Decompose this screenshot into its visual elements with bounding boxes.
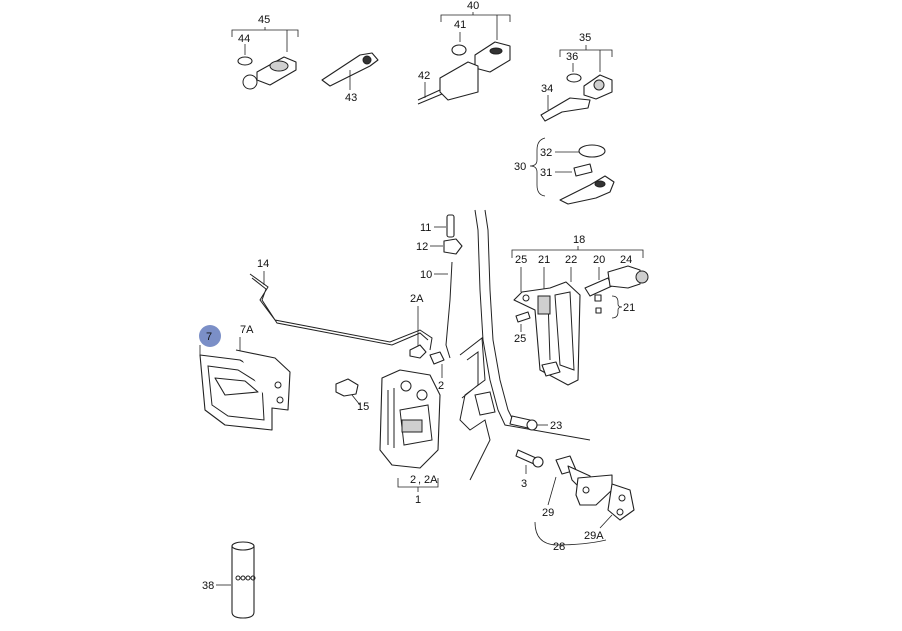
clip-12 bbox=[443, 238, 463, 255]
label-2-mid[interactable]: 2 bbox=[438, 380, 444, 392]
label-14[interactable]: 14 bbox=[257, 258, 269, 270]
label-22[interactable]: 22 bbox=[565, 254, 577, 266]
key-insert-42 bbox=[439, 61, 479, 101]
label-25a[interactable]: 25 bbox=[515, 254, 527, 266]
label-43[interactable]: 43 bbox=[345, 92, 357, 104]
label-25b[interactable]: 25 bbox=[514, 333, 526, 345]
grease-can-38: 38 bbox=[202, 541, 256, 619]
label-7[interactable]: 7 bbox=[206, 331, 212, 343]
label-18[interactable]: 18 bbox=[573, 234, 585, 246]
label-24[interactable]: 24 bbox=[620, 254, 632, 266]
trim-group-7: 7 7A bbox=[199, 324, 291, 431]
label-2-a[interactable]: 2 bbox=[410, 474, 416, 486]
label-3[interactable]: 3 bbox=[521, 478, 527, 490]
door-frame bbox=[459, 209, 591, 481]
part-group-35: 35 36 34 bbox=[540, 32, 613, 122]
key-blade-34 bbox=[540, 97, 591, 122]
label-20[interactable]: 20 bbox=[593, 254, 605, 266]
label-15[interactable]: 15 bbox=[357, 401, 369, 413]
label-21b[interactable]: 21 bbox=[623, 302, 635, 314]
label-11[interactable]: 11 bbox=[420, 222, 431, 234]
screws: 23 3 bbox=[509, 415, 562, 490]
exterior-handle-22 bbox=[513, 281, 581, 386]
label-31[interactable]: 31 bbox=[540, 167, 552, 179]
label-36[interactable]: 36 bbox=[566, 51, 578, 63]
label-42[interactable]: 42 bbox=[418, 70, 430, 82]
clip-15 bbox=[335, 378, 359, 397]
label-7A[interactable]: 7A bbox=[240, 324, 254, 336]
rod-10 bbox=[445, 261, 453, 359]
label-2A-top[interactable]: 2A bbox=[410, 293, 424, 305]
striker-group-28: 29 29A 28 bbox=[534, 455, 635, 553]
label-34[interactable]: 34 bbox=[541, 83, 553, 95]
label-45[interactable]: 45 bbox=[258, 14, 270, 26]
flip-key-housing bbox=[474, 41, 511, 73]
label-21a[interactable]: 21 bbox=[538, 254, 550, 266]
plate-29A bbox=[607, 483, 635, 521]
label-30[interactable]: 30 bbox=[514, 161, 526, 173]
label-32[interactable]: 32 bbox=[540, 147, 552, 159]
grease-can bbox=[231, 545, 255, 619]
label-29A[interactable]: 29A bbox=[584, 530, 604, 542]
label-23[interactable]: 23 bbox=[550, 420, 562, 432]
label-12[interactable]: 12 bbox=[416, 241, 428, 253]
label-44[interactable]: 44 bbox=[238, 33, 250, 45]
striker-28 bbox=[575, 474, 613, 506]
battery-36 bbox=[566, 73, 582, 83]
clip-2A bbox=[409, 344, 427, 359]
cap-24 bbox=[635, 270, 649, 284]
label-41[interactable]: 41 bbox=[454, 19, 466, 31]
label-2A-a[interactable]: 2A bbox=[424, 474, 438, 486]
key-blank-31 bbox=[573, 163, 593, 177]
label-35[interactable]: 35 bbox=[579, 32, 591, 44]
key-30 bbox=[559, 175, 615, 205]
svg-text:,: , bbox=[418, 474, 421, 486]
screw-3 bbox=[532, 456, 544, 468]
battery-41 bbox=[451, 44, 467, 56]
lock-cylinder-20 bbox=[584, 277, 613, 297]
part-group-45: 45 44 43 bbox=[231, 14, 379, 104]
label-10[interactable]: 10 bbox=[420, 269, 432, 281]
screw-23 bbox=[526, 419, 538, 431]
cap-32 bbox=[578, 144, 606, 158]
part-group-30: 30 32 31 bbox=[514, 137, 615, 205]
handle-group-18: 18 25 21 22 20 24 21 25 bbox=[511, 234, 649, 386]
battery-44 bbox=[237, 56, 253, 66]
label-28[interactable]: 28 bbox=[553, 541, 565, 553]
part-group-40: 40 41 42 bbox=[417, 0, 511, 105]
lock-assembly: 11 12 10 14 2A 2 15 2 , 2A 1 bbox=[249, 214, 463, 506]
label-29[interactable]: 29 bbox=[542, 507, 554, 519]
label-38[interactable]: 38 bbox=[202, 580, 214, 592]
rod-14 bbox=[249, 273, 433, 351]
label-40[interactable]: 40 bbox=[467, 0, 479, 12]
label-1[interactable]: 1 bbox=[415, 494, 421, 506]
highlight-marker-7[interactable] bbox=[199, 325, 221, 347]
door-lock-1 bbox=[379, 369, 441, 469]
pin-11 bbox=[446, 214, 455, 238]
